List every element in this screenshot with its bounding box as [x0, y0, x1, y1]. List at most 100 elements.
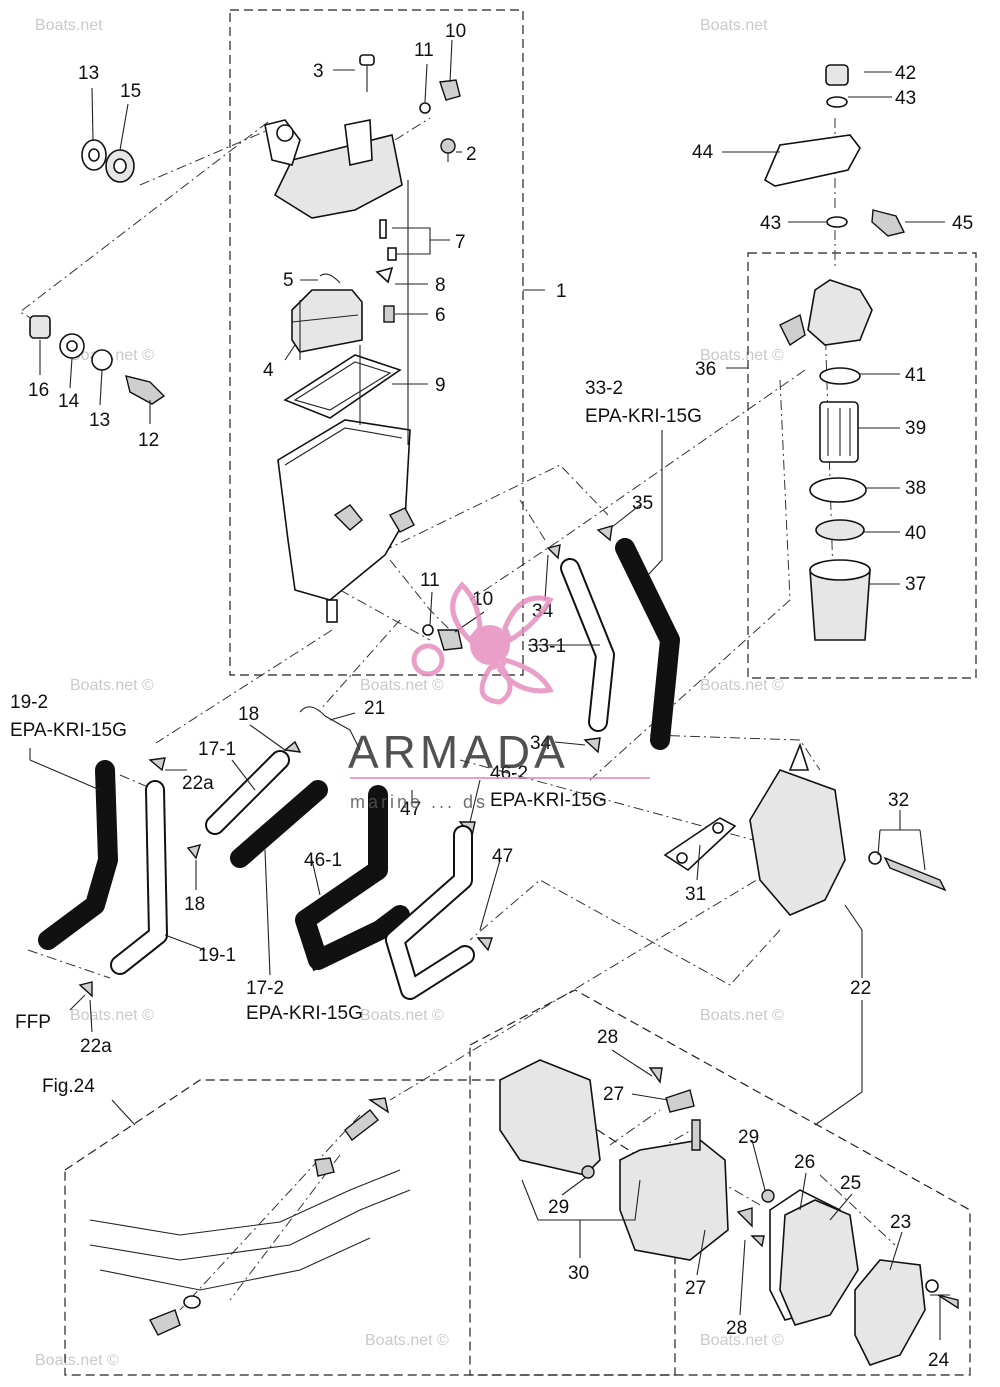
label-22a-lower: 22a	[80, 1036, 112, 1057]
label-16: 16	[28, 380, 49, 401]
pump-exploded-box	[469, 989, 971, 1376]
label-45: 45	[952, 213, 973, 234]
label-19-2-code: EPA-KRI-15G	[10, 720, 127, 741]
label-1: 1	[556, 281, 567, 302]
brand-tagline: marine ... ds	[350, 792, 488, 812]
filter-36-box	[747, 252, 977, 679]
label-33-1: 33-1	[528, 636, 566, 657]
assembly-1-box	[229, 9, 524, 676]
pump-exploded	[499, 1059, 959, 1366]
watermark: Boats.net ©	[700, 1007, 784, 1024]
label-27-top: 27	[603, 1084, 624, 1105]
label-39: 39	[905, 418, 926, 439]
brand-name: ARMADA	[348, 726, 569, 778]
label-13-lower: 13	[89, 410, 110, 431]
fuel-pump	[663, 742, 947, 916]
label-46-1: 46-1	[304, 850, 342, 871]
label-18-lower: 18	[184, 894, 205, 915]
watermark: Boats.net ©	[70, 1007, 154, 1024]
watermark: Boats.net ©	[700, 677, 784, 694]
fig24-detail	[89, 1097, 411, 1336]
label-31: 31	[685, 884, 706, 905]
mount-parts	[29, 139, 166, 405]
label-5: 5	[283, 270, 294, 291]
leader-lines	[29, 39, 950, 1340]
label-32: 32	[888, 790, 909, 811]
label-11-lower: 11	[420, 570, 440, 591]
watermark: Boats.net	[35, 17, 103, 34]
label-25: 25	[840, 1173, 861, 1194]
label-3: 3	[313, 61, 324, 82]
fitting-10	[439, 79, 461, 101]
watermark: Boats.net ©	[35, 1352, 119, 1369]
watermark: Boats.net ©	[360, 1007, 444, 1024]
label-35: 35	[632, 493, 653, 514]
label-26: 26	[794, 1152, 815, 1173]
label-47-right: 47	[492, 846, 513, 867]
label-12: 12	[138, 430, 159, 451]
label-37: 37	[905, 574, 926, 595]
label-47-left: 47	[400, 799, 421, 820]
diaphragm-30	[499, 1059, 601, 1176]
label-29-left: 29	[548, 1197, 569, 1218]
watermark: Boats.net ©	[360, 677, 444, 694]
label-27-lower: 27	[685, 1278, 706, 1299]
label-fig24: Fig.24	[42, 1076, 95, 1097]
filter-cap	[807, 279, 873, 346]
pump-body	[749, 769, 846, 916]
label-33-2-code: EPA-KRI-15G	[585, 406, 702, 427]
label-13-top: 13	[78, 63, 99, 84]
label-29-right: 29	[738, 1127, 759, 1148]
label-34-lower: 34	[530, 733, 552, 754]
float-4	[291, 289, 363, 353]
label-14: 14	[58, 391, 80, 412]
label-15: 15	[120, 81, 141, 102]
label-28-lower: 28	[726, 1318, 747, 1339]
watermark: Boats.net ©	[70, 677, 154, 694]
connection-lines	[19, 117, 896, 1311]
label-9: 9	[435, 375, 446, 396]
bolt-2	[440, 138, 456, 154]
label-42: 42	[895, 63, 916, 84]
watermark: Boats.net ©	[700, 1332, 784, 1349]
label-17-1: 17-1	[198, 739, 236, 760]
label-46-2-code: EPA-KRI-15G	[490, 790, 607, 811]
label-43-top: 43	[895, 88, 916, 109]
label-18-top: 18	[238, 704, 259, 725]
watermark: Boats.net	[700, 17, 768, 34]
label-22: 22	[850, 978, 871, 999]
label-17-2: 17-2	[246, 978, 284, 999]
part-labels: 1 2 3 4 5 6 7 8 9 10 10 11 11 12 13 13 1…	[10, 21, 973, 1371]
vapor-separator-assembly	[264, 54, 463, 651]
label-19-2: 19-2	[10, 692, 48, 713]
label-33-2: 33-2	[585, 378, 623, 399]
label-4: 4	[263, 360, 274, 381]
label-21: 21	[364, 698, 385, 719]
label-36: 36	[695, 359, 716, 380]
label-2: 2	[466, 144, 477, 165]
watermark: Boats.net ©	[365, 1332, 449, 1349]
gasket-9	[283, 354, 402, 419]
label-23: 23	[890, 1212, 911, 1233]
label-41: 41	[905, 365, 926, 386]
label-28-top: 28	[597, 1027, 618, 1048]
label-24: 24	[928, 1350, 950, 1371]
hoses	[38, 538, 680, 1000]
label-44: 44	[692, 142, 714, 163]
bracket-44	[763, 134, 861, 187]
label-17-2-code: EPA-KRI-15G	[246, 1003, 363, 1024]
logo-hub	[470, 625, 510, 665]
diaphragm-25	[779, 1199, 859, 1326]
label-30: 30	[568, 1263, 589, 1284]
pump-center	[619, 1139, 729, 1261]
label-22a-top: 22a	[182, 773, 214, 794]
screw-3	[359, 54, 375, 66]
label-ffp: FFP	[15, 1012, 51, 1033]
cover-23	[854, 1259, 926, 1366]
label-7: 7	[455, 232, 466, 253]
armada-logo: ARMADA marine ... ds	[348, 581, 650, 812]
label-43-lower: 43	[760, 213, 781, 234]
label-40: 40	[905, 523, 926, 544]
fuel-filter-parts	[763, 64, 906, 641]
